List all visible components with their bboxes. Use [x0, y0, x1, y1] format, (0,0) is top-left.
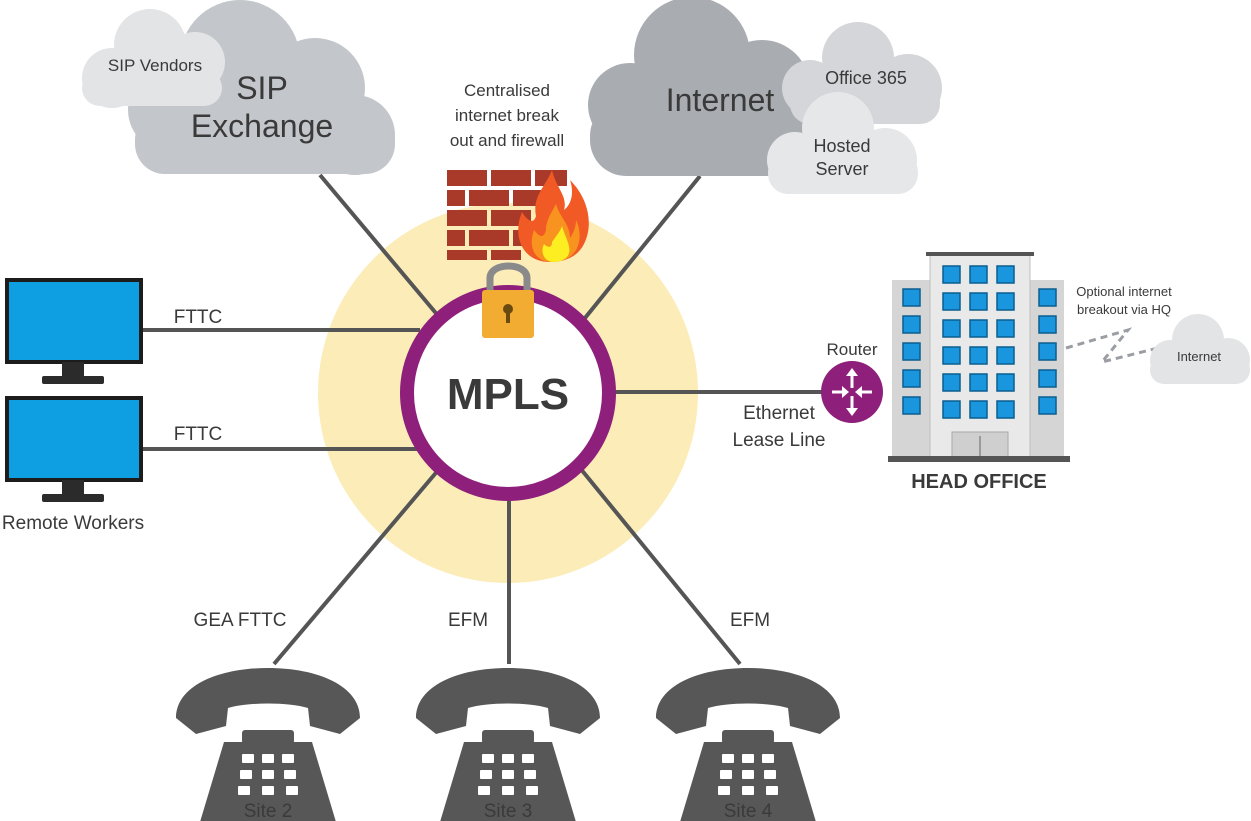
firewall-label-line3: out and firewall [450, 131, 564, 150]
sip-exchange-label-line1: SIP [236, 70, 288, 106]
link-site4 [578, 466, 742, 666]
optional-breakout-label-line1: Optional internet [1076, 284, 1172, 299]
desk-phone-icon [416, 668, 600, 821]
fttc-top-label: FTTC [174, 307, 223, 328]
desktop-monitor-icon [5, 396, 143, 502]
link-site2 [272, 466, 442, 666]
office-building-icon [888, 252, 1070, 462]
cloud-icon [1150, 314, 1250, 384]
gea-fttc-label: GEA FTTC [194, 610, 287, 631]
cloud-icon [588, 0, 810, 176]
ethernet-label-line1: Ethernet [743, 403, 816, 424]
head-office-label: HEAD OFFICE [911, 471, 1047, 493]
site4-label: Site 4 [724, 801, 773, 821]
sip-vendors-label: SIP Vendors [108, 56, 202, 75]
internet-small-label: Internet [1177, 349, 1221, 364]
optional-breakout-link [1065, 327, 1159, 365]
firewall-icon [447, 170, 589, 262]
hosted-server-cloud-icon [767, 92, 918, 194]
desk-phone-icon [176, 668, 360, 821]
link-internet [583, 174, 702, 320]
internet-label: Internet [666, 82, 775, 118]
router-icon [821, 361, 883, 423]
optional-breakout-label-line2: breakout via HQ [1077, 302, 1171, 317]
efm-site4-label: EFM [730, 610, 770, 631]
remote-workers-label: Remote Workers [2, 513, 144, 534]
link-sip-exchange [318, 173, 442, 320]
sip-exchange-cloud: SIP Vendors SIP Exchange [82, 0, 395, 175]
ethernet-label-line2: Lease Line [733, 430, 826, 451]
mpls-label: MPLS [447, 370, 569, 419]
firewall-label-line2: internet break [455, 106, 559, 125]
hosted-server-label-line2: Server [815, 159, 868, 179]
internet-cloud: Internet Office 365 Hosted Server [588, 0, 942, 194]
padlock-icon [482, 262, 534, 338]
sip-vendors-cloud-icon [82, 9, 225, 108]
desk-phone-icon [656, 668, 840, 821]
site2-label: Site 2 [244, 801, 293, 821]
sip-exchange-label-line2: Exchange [191, 108, 333, 144]
office365-cloud-icon [782, 22, 942, 124]
site3-label: Site 3 [484, 801, 533, 821]
desktop-monitor-icon [5, 278, 143, 384]
router-label: Router [826, 340, 877, 359]
efm-site3-label: EFM [448, 610, 488, 631]
connection-lines [142, 173, 822, 666]
office365-label: Office 365 [825, 68, 907, 88]
firewall-label-line1: Centralised [464, 81, 550, 100]
hosted-server-label-line1: Hosted [813, 136, 870, 156]
fttc-bottom-label: FTTC [174, 424, 223, 445]
